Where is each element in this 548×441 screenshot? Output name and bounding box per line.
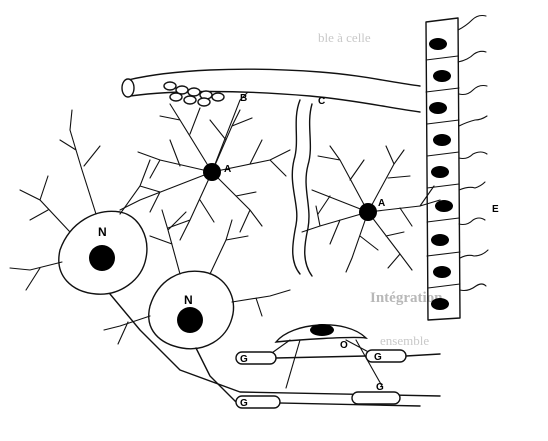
axon-segment <box>276 356 366 358</box>
bleed-line-3: ensemble <box>380 333 429 348</box>
neuron-2: N <box>104 210 420 406</box>
blood-cell-cluster <box>164 82 224 106</box>
label-c: C <box>318 96 325 107</box>
label-g4: G <box>376 382 384 393</box>
ependymal-layer: E <box>426 16 499 321</box>
axon-tail <box>406 354 440 356</box>
myelin-sheath-2 <box>366 350 406 362</box>
label-a2: A <box>378 198 385 209</box>
blood-vessel: B <box>122 69 420 112</box>
astrocyte-2: A <box>302 146 440 272</box>
label-g1: G <box>240 354 248 365</box>
label-o: O <box>340 340 348 351</box>
label-n1: N <box>98 225 107 239</box>
label-a1: A <box>224 164 231 175</box>
label-g3: G <box>240 398 248 409</box>
myelin-sheaths: G G G G <box>236 350 406 409</box>
label-n2: N <box>184 293 193 307</box>
bleed-line-1: ble à celle <box>318 30 371 45</box>
label-e: E <box>492 204 499 215</box>
label-g2: G <box>374 352 382 363</box>
astrocyte-1: A <box>120 92 290 240</box>
capillary: C <box>292 96 325 276</box>
myelin-sheath-4 <box>352 392 400 404</box>
